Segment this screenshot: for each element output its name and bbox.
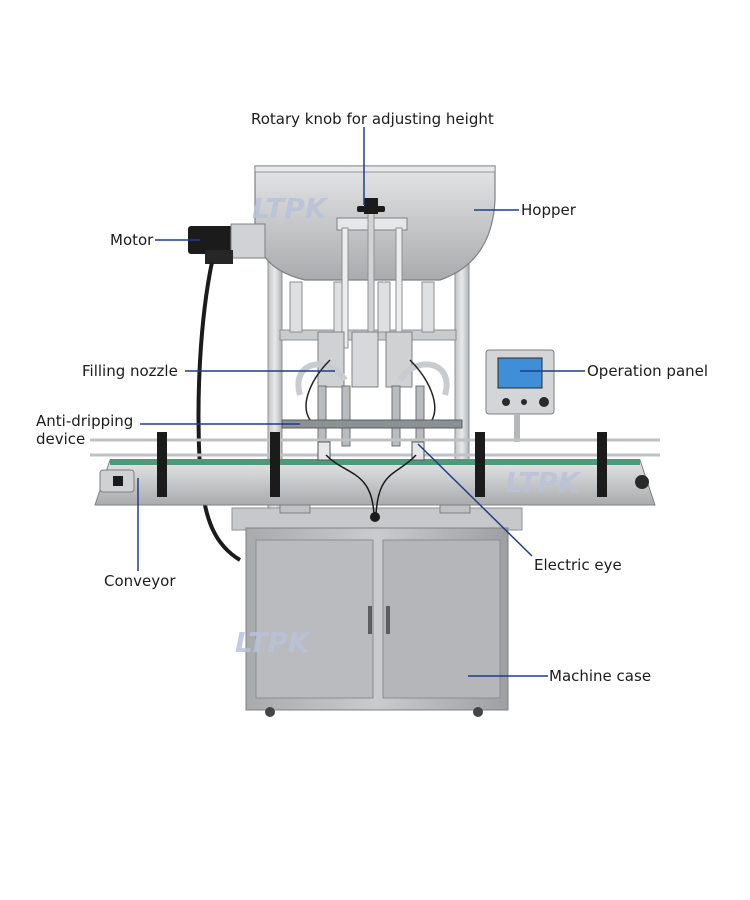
lift-frame [336, 211, 408, 353]
anti-dripping-device [281, 419, 463, 429]
panel-button [521, 399, 527, 405]
guide-bracket [157, 432, 167, 497]
label-anti-dripping-line2: device [36, 430, 86, 448]
conveyor-belt [110, 459, 640, 465]
label-anti-dripping-device: Anti-dripping device [36, 412, 146, 448]
leader-line-electric-eye [417, 443, 533, 557]
guide-bracket [475, 432, 485, 497]
machine-case [231, 507, 523, 717]
watermark-logo: LTPK [252, 192, 329, 225]
label-anti-dripping-line1: Anti-dripping [36, 412, 134, 430]
touch-screen [497, 357, 543, 389]
electric-eye [317, 441, 425, 522]
outlet-pipe [421, 281, 435, 333]
watermark-logo: LTPK [505, 466, 582, 499]
panel-button [539, 397, 549, 407]
label-conveyor: Conveyor [104, 572, 176, 590]
door-handle-left [368, 606, 372, 634]
panel-button [502, 398, 510, 406]
filling-nozzle [317, 385, 425, 447]
door-handle-right [386, 606, 390, 634]
guide-bracket [270, 432, 280, 497]
watermark-logo: LTPK [235, 626, 312, 659]
outlet-pipe [377, 281, 391, 333]
label-filling-nozzle: Filling nozzle [82, 362, 178, 380]
caster-wheel [473, 707, 483, 717]
label-machine-case: Machine case [549, 667, 652, 685]
outlet-pipe [289, 281, 303, 333]
operation-panel [485, 349, 555, 442]
motor [188, 223, 266, 562]
label-motor: Motor [110, 231, 154, 249]
conveyor [90, 432, 660, 506]
label-electric-eye: Electric eye [534, 556, 622, 574]
rotary-knob [357, 198, 385, 214]
label-hopper: Hopper [521, 201, 576, 219]
label-rotary-knob: Rotary knob for adjusting height [251, 110, 494, 128]
guide-bracket [597, 432, 607, 497]
filling-assembly [295, 331, 450, 421]
label-operation-panel: Operation panel [587, 362, 709, 380]
leader-lines [137, 127, 585, 677]
caster-wheel [265, 707, 275, 717]
